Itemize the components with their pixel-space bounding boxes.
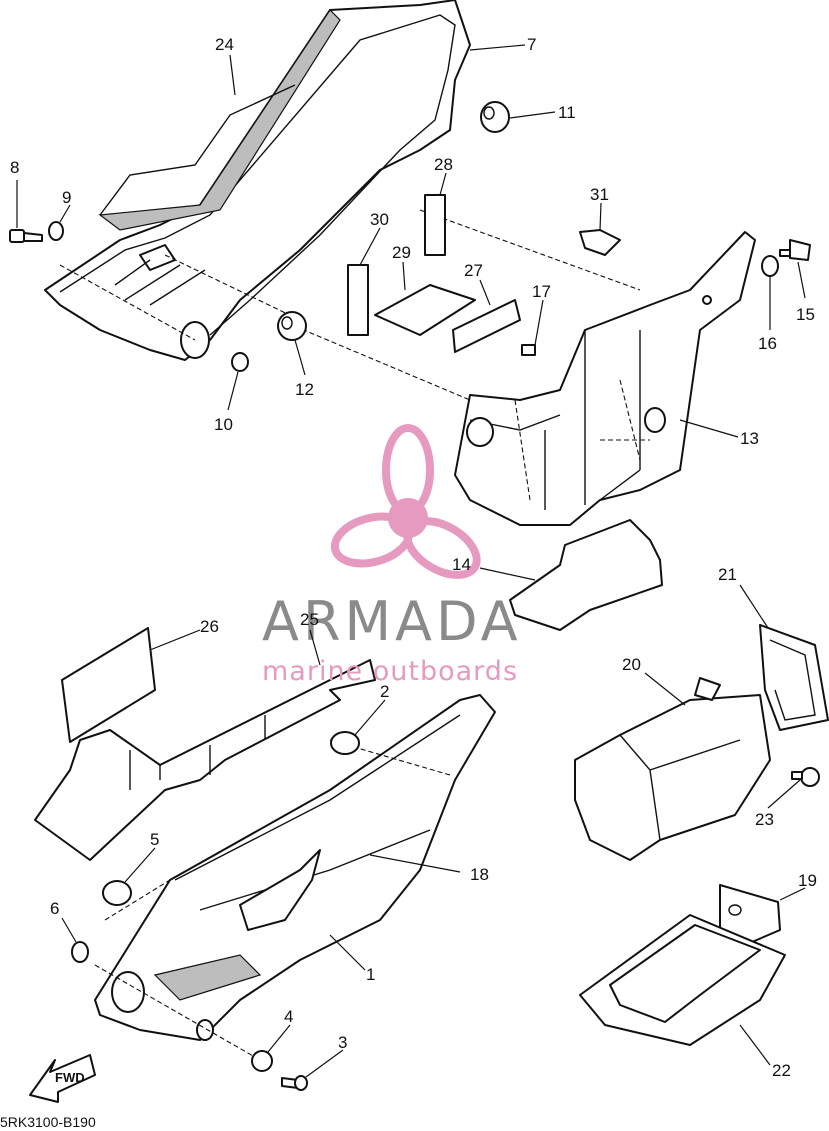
callout-10: 10 (214, 415, 233, 434)
watermark-subtitle: marine outboards (262, 656, 518, 687)
leader-lines (16, 44, 806, 1078)
callout-4: 4 (284, 1007, 293, 1026)
callout-28: 28 (434, 155, 453, 174)
pads-27-28-29-30 (347, 194, 521, 353)
bag-19 (719, 884, 781, 946)
callout-9: 9 (62, 188, 71, 207)
washer-16 (761, 255, 779, 277)
callout-22: 22 (772, 1061, 791, 1080)
callout-15: 15 (796, 305, 815, 324)
grommet-2 (330, 731, 360, 755)
fwd-arrow-icon: FWD (29, 1054, 96, 1103)
grommet-11 (480, 101, 510, 133)
callout-12: 12 (295, 380, 314, 399)
callout-27: 27 (464, 261, 483, 280)
washer-6 (71, 941, 89, 963)
grommet-12 (277, 311, 307, 341)
diagram-code: 5RK3100-B190 (0, 1114, 96, 1130)
callout-20: 20 (622, 655, 641, 674)
washer-4 (251, 1050, 273, 1072)
upper-side-cover (44, 0, 641, 401)
bolt-8 (9, 229, 43, 243)
band-21 (759, 624, 829, 731)
callout-19: 19 (798, 871, 817, 890)
callout-14: 14 (452, 555, 471, 574)
callout-25: 25 (300, 610, 319, 629)
callout-13: 13 (740, 429, 759, 448)
callout-21: 21 (718, 565, 737, 584)
collar-10 (231, 352, 249, 372)
callout-5: 5 (150, 830, 159, 849)
fwd-label: FWD (55, 1070, 85, 1085)
lower-side-cover (94, 694, 496, 1061)
callout-3: 3 (338, 1033, 347, 1052)
callout-31: 31 (590, 185, 609, 204)
screw-17 (521, 344, 536, 356)
watermark-title: ARMADA (262, 590, 522, 653)
callout-17: 17 (532, 282, 551, 301)
washer-9 (48, 221, 64, 241)
bolt-15 (779, 239, 811, 261)
callout-6: 6 (50, 899, 59, 918)
callout-18: 18 (470, 865, 489, 884)
grommet-5 (102, 880, 132, 906)
callout-8: 8 (10, 158, 19, 177)
callout-23: 23 (755, 810, 774, 829)
callout-24: 24 (215, 35, 234, 54)
tool-case-20 (574, 677, 771, 861)
damper-31 (579, 229, 621, 256)
armada-logo (330, 424, 481, 579)
bolt-23 (791, 767, 820, 787)
callout-30: 30 (370, 210, 389, 229)
panel-25 (34, 659, 376, 861)
callouts: 24 7 11 8 9 28 31 30 29 27 17 15 16 12 1… (10, 35, 817, 1080)
callout-11: 11 (558, 103, 576, 122)
callout-29: 29 (392, 243, 411, 262)
callout-26: 26 (200, 617, 219, 636)
tool-bag-22 (579, 914, 786, 1046)
callout-1: 1 (366, 965, 375, 984)
battery-box (454, 231, 756, 526)
callout-2: 2 (380, 682, 389, 701)
plate-14 (509, 519, 663, 631)
decal-26 (61, 627, 156, 743)
bolt-3 (281, 1075, 308, 1091)
callout-7: 7 (527, 35, 536, 54)
callout-16: 16 (758, 334, 777, 353)
